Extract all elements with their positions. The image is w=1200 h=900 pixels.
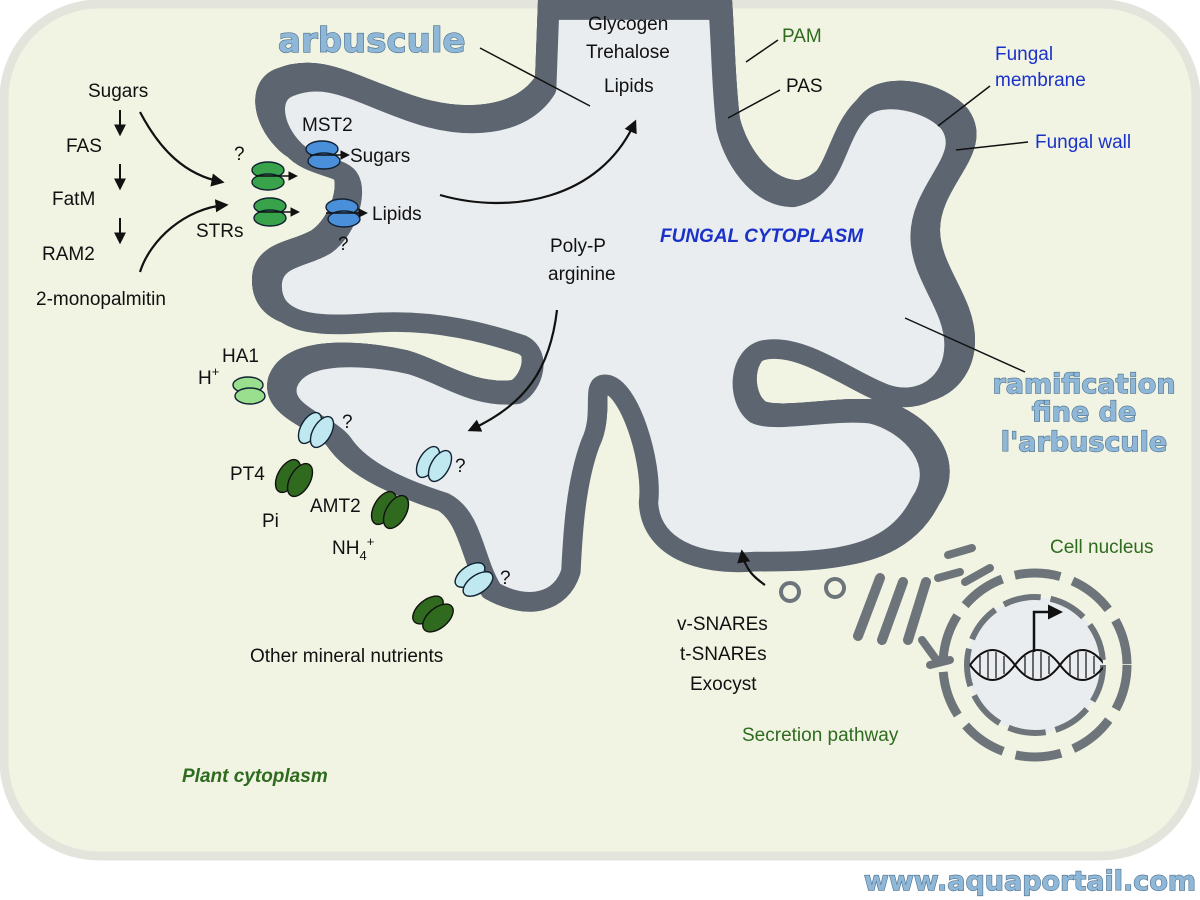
fungal-transporters: MST2 Sugars Lipids ? — [302, 115, 637, 255]
storage-glycogen: Glycogen — [588, 14, 668, 35]
lipid-biosynthesis-pathway: Sugars FAS FatM RAM2 2-monopalmitin STRs… — [36, 81, 245, 310]
endoplasmic-reticulum-icon — [918, 544, 994, 669]
fungal-pi-transporter-icon — [309, 415, 335, 449]
fungal-sugars-label: Sugars — [350, 146, 410, 167]
ramification-line-2: fine de — [1032, 397, 1137, 428]
ramification-watermark: ramification fine de l'arbuscule — [992, 368, 1176, 458]
t-snares-label: t-SNAREs — [680, 644, 767, 665]
nutrient-transport: HA1 H+ ? PT4 Pi ? AMT2 NH4+ ? Other mine… — [198, 346, 511, 667]
plant-cytoplasm-label: Plant cytoplasm — [182, 766, 328, 787]
dna-helix-icon — [969, 649, 1103, 681]
ramification-line-3: l'arbuscule — [1001, 427, 1167, 458]
arginine-label: arginine — [548, 264, 616, 285]
amt2-transporter-icon — [382, 494, 410, 530]
v-snares-label: v-SNAREs — [677, 614, 768, 635]
polyp-label: Poly-P — [550, 236, 606, 257]
ha1-label: HA1 — [222, 346, 259, 367]
pathway-sugars: Sugars — [88, 81, 148, 102]
polyp-arrow — [467, 309, 559, 432]
fungal-labels: Glycogen Trehalose Lipids FUNGAL CYTOPLA… — [467, 14, 1131, 432]
fungal-lipids-label: Lipids — [372, 204, 422, 225]
monopalmitin-to-strs-arrow — [138, 199, 229, 273]
nucleus-inner — [964, 594, 1106, 736]
secretion-pathway: v-SNAREs t-SNAREs Exocyst Secretion path… — [677, 544, 994, 746]
pathway-2-monopalmitin: 2-monopalmitin — [36, 289, 166, 310]
ramification-line-1: ramification — [992, 369, 1175, 400]
amt2-label: AMT2 — [310, 496, 361, 517]
strs-question: ? — [234, 144, 245, 165]
ha1-pump-icon — [234, 387, 266, 405]
vesicle-icon — [779, 581, 801, 603]
exocyst-label: Exocyst — [690, 674, 757, 695]
pas-label: PAS — [786, 76, 823, 97]
transcription-start-arrow-icon — [1032, 604, 1063, 652]
lipid-transporter-icon — [327, 210, 361, 228]
fungal-n-transporter-icon — [427, 449, 453, 483]
wall-leader — [955, 141, 1029, 151]
pam-leader — [745, 39, 779, 63]
site-watermark: www.aquaportail.com — [864, 866, 1196, 897]
fungal-cytoplasm-label: FUNGAL CYTOPLASM — [660, 226, 864, 247]
watermark-arbuscule: arbuscule — [278, 21, 466, 61]
nucleus-outer-membrane — [938, 568, 1132, 762]
str-transporters — [251, 161, 300, 227]
ramification-leader — [904, 317, 1026, 373]
pt4-transporter-icon — [286, 462, 314, 498]
cell-nucleus-label: Cell nucleus — [1050, 537, 1154, 558]
pt4-label: PT4 — [230, 464, 265, 485]
secretion-pathway-label: Secretion pathway — [742, 725, 899, 746]
cell-nucleus: Cell nucleus — [938, 537, 1154, 762]
storage-trehalose: Trehalose — [586, 42, 670, 63]
pi-transporter-question: ? — [342, 412, 353, 433]
glycogen-leader — [479, 47, 591, 107]
membrane-leader — [937, 85, 991, 127]
str-transporter-icon — [251, 173, 285, 191]
mst2-label: MST2 — [302, 115, 353, 136]
h-plus-label: H+ — [198, 364, 219, 389]
vesicle-icon — [824, 577, 846, 599]
pathway-fatm: FatM — [52, 189, 95, 210]
strs-label: STRs — [196, 221, 244, 242]
pam-label: PAM — [782, 26, 822, 47]
golgi-apparatus-icon — [853, 573, 931, 645]
pas-leader — [727, 89, 781, 119]
mineral-transporter-icon — [422, 603, 454, 633]
lipid-transporter-question: ? — [338, 234, 349, 255]
pathway-ram2: RAM2 — [42, 244, 95, 265]
fungal-wall-label: Fungal wall — [1035, 132, 1131, 153]
nh4-label: NH4+ — [332, 534, 374, 563]
fungal-membrane-label-1: Fungal — [995, 44, 1053, 65]
uptake-to-storage-arrow — [439, 119, 637, 205]
n-transporter-question: ? — [455, 456, 466, 477]
mineral-transporter-question: ? — [500, 568, 511, 589]
pi-label: Pi — [262, 511, 279, 532]
fungal-mineral-transporter-icon — [462, 571, 494, 597]
other-nutrients-label: Other mineral nutrients — [250, 646, 443, 667]
storage-lipids: Lipids — [604, 76, 654, 97]
str-transporter-icon — [253, 209, 287, 227]
secretion-arrow — [737, 549, 766, 586]
sugars-to-strs-arrow — [139, 111, 225, 187]
fungal-membrane-label-2: membrane — [995, 70, 1086, 91]
mst2-transporter-icon — [307, 152, 341, 170]
pathway-fas: FAS — [66, 136, 102, 157]
